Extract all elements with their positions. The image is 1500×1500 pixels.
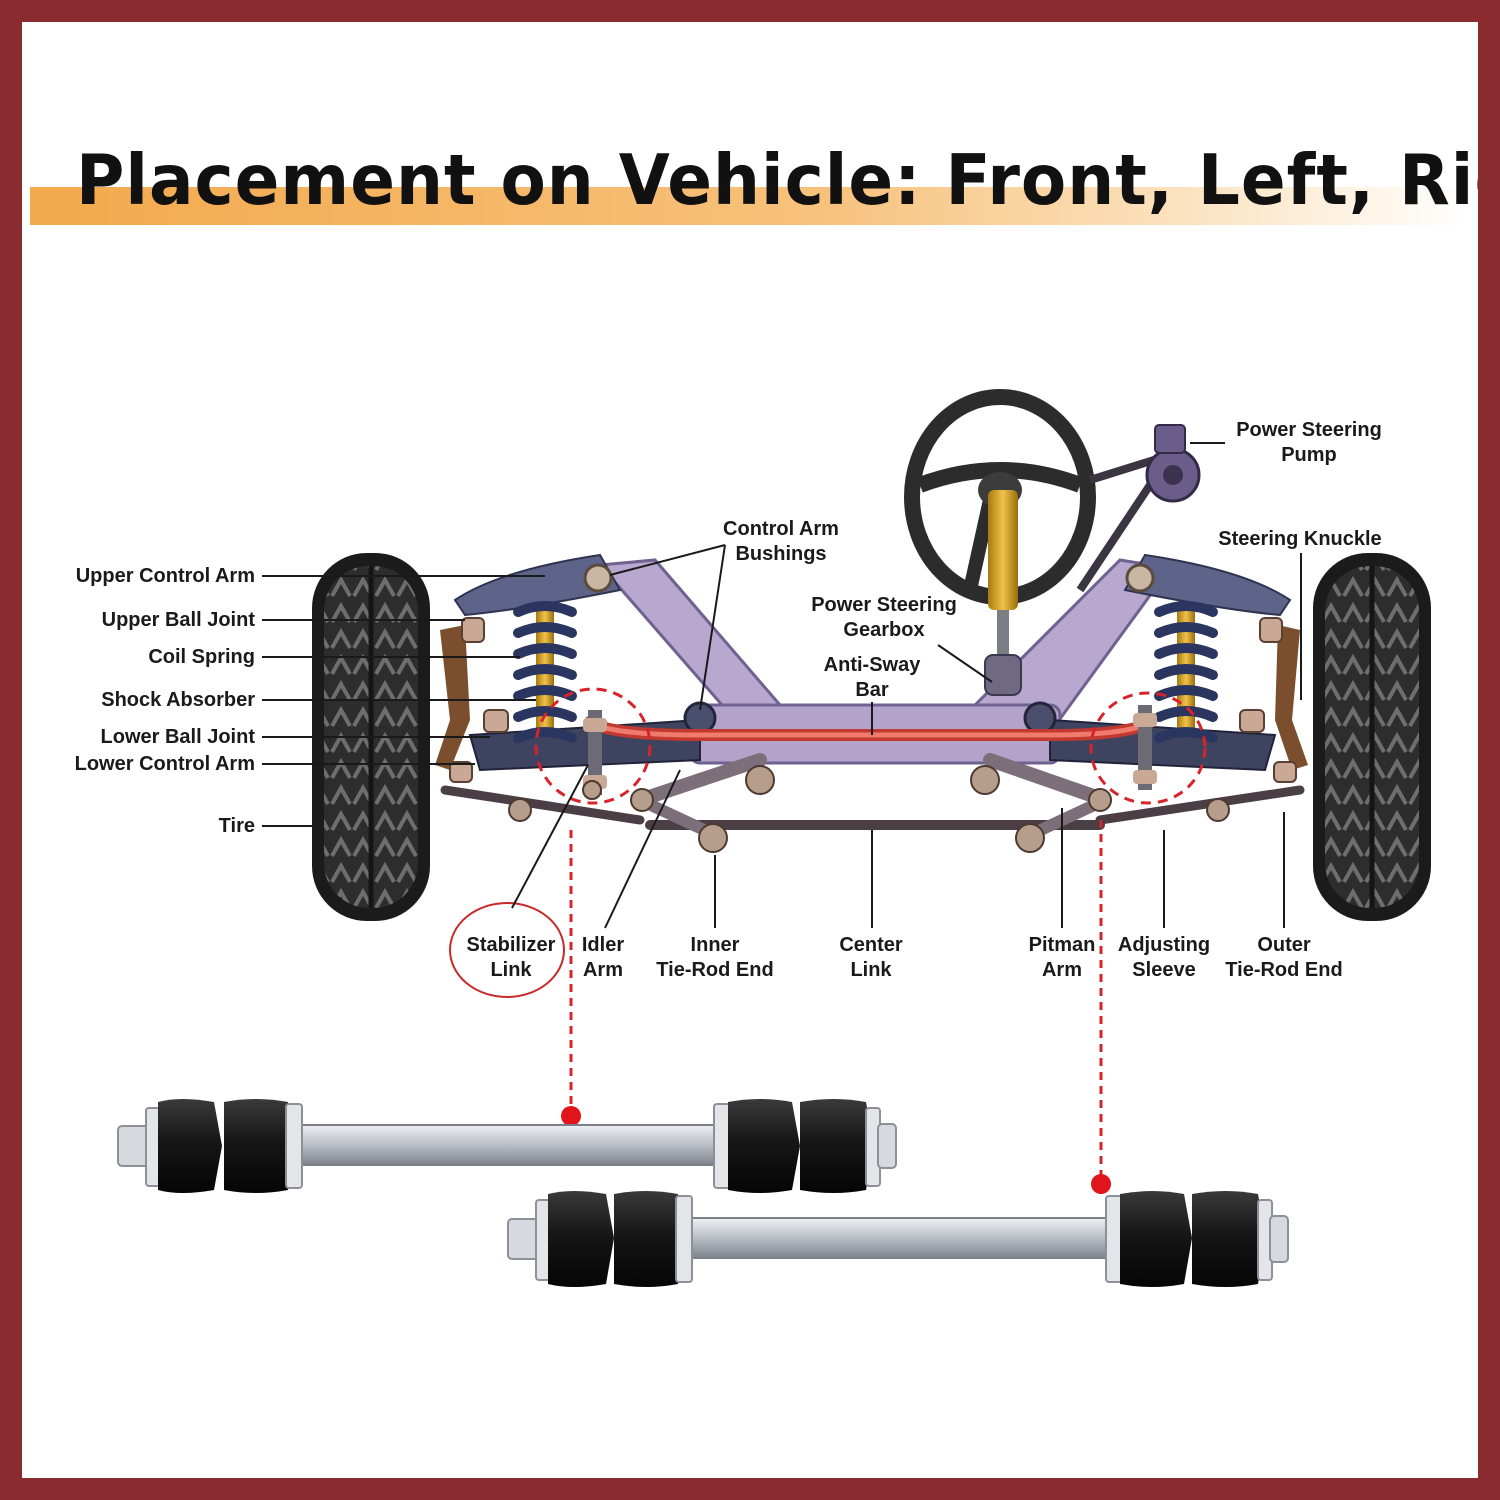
label-shock-absorber: Shock Absorber bbox=[101, 689, 255, 711]
label-anti-sway-bar-1: Anti-Sway bbox=[824, 654, 922, 676]
stabilizer-link-product-1 bbox=[117, 1099, 897, 1193]
right-coil-spring bbox=[1154, 601, 1218, 743]
label-outer-tie-rod-end-1: Outer bbox=[1257, 934, 1311, 956]
tie-rod-ends bbox=[508, 765, 1230, 853]
left-drop-dot bbox=[561, 1106, 581, 1126]
label-idler-arm-1: Idler bbox=[582, 934, 624, 956]
steering-column bbox=[988, 490, 1018, 610]
power-steering-pump bbox=[1076, 424, 1201, 593]
label-upper-control-arm: Upper Control Arm bbox=[76, 565, 255, 587]
right-upper-control-arm bbox=[1123, 553, 1292, 617]
left-stabilizer-highlight bbox=[534, 687, 652, 805]
right-steering-knuckle bbox=[1275, 625, 1308, 770]
left-coil-spring bbox=[513, 601, 577, 743]
label-stabilizer-link-2: Link bbox=[490, 959, 532, 981]
label-adjusting-sleeve-2: Sleeve bbox=[1132, 959, 1195, 981]
label-stabilizer-link-1: Stabilizer bbox=[467, 934, 556, 956]
label-outer-tie-rod-end-2: Tie-Rod End bbox=[1225, 959, 1342, 981]
label-center-link-1: Center bbox=[839, 934, 903, 956]
suspension-diagram: Upper Control Arm Upper Ball Joint Coil … bbox=[75, 389, 1431, 1287]
stabilizer-link-product-2 bbox=[507, 1191, 1289, 1287]
label-tire: Tire bbox=[219, 815, 255, 837]
label-pitman-arm-2: Arm bbox=[1042, 959, 1082, 981]
label-anti-sway-bar-2: Bar bbox=[855, 679, 889, 701]
label-inner-tie-rod-end-2: Tie-Rod End bbox=[656, 959, 773, 981]
label-power-steering-gearbox-2: Gearbox bbox=[843, 619, 924, 641]
power-steering-gearbox bbox=[984, 654, 1022, 696]
part-labels: Upper Control Arm Upper Ball Joint Coil … bbox=[75, 419, 1382, 981]
label-coil-spring: Coil Spring bbox=[148, 646, 255, 668]
steering-linkage bbox=[440, 753, 1305, 841]
label-upper-ball-joint: Upper Ball Joint bbox=[102, 609, 256, 631]
stabilizer-link-right-mounted bbox=[1133, 705, 1157, 790]
right-stabilizer-highlight bbox=[1089, 691, 1207, 805]
label-power-steering-gearbox-1: Power Steering bbox=[811, 594, 957, 616]
page-title: Placement on Vehicle: Front, Left, Right bbox=[76, 140, 1478, 221]
label-pitman-arm-1: Pitman bbox=[1029, 934, 1096, 956]
title-highlight-band bbox=[30, 187, 1470, 225]
right-tire bbox=[1313, 553, 1431, 921]
label-control-arm-bushings-1: Control Arm bbox=[723, 518, 839, 540]
label-inner-tie-rod-end-1: Inner bbox=[691, 934, 740, 956]
leader-lines bbox=[262, 442, 1302, 929]
label-power-steering-pump-2: Pump bbox=[1281, 444, 1337, 466]
image-frame: Placement on Vehicle: Front, Left, Right bbox=[22, 22, 1478, 1478]
label-lower-ball-joint: Lower Ball Joint bbox=[101, 726, 256, 748]
left-upper-control-arm bbox=[453, 553, 622, 617]
label-idler-arm-2: Arm bbox=[583, 959, 623, 981]
right-drop-dot bbox=[1091, 1174, 1111, 1194]
left-steering-knuckle bbox=[435, 625, 470, 770]
stabilizer-link-label-circle bbox=[449, 902, 565, 998]
ball-joints bbox=[449, 617, 1297, 783]
label-control-arm-bushings-2: Bushings bbox=[735, 543, 826, 565]
label-adjusting-sleeve-1: Adjusting bbox=[1118, 934, 1210, 956]
label-lower-control-arm: Lower Control Arm bbox=[75, 753, 255, 775]
label-center-link-2: Link bbox=[850, 959, 892, 981]
label-steering-knuckle: Steering Knuckle bbox=[1218, 528, 1381, 550]
label-power-steering-pump-1: Power Steering bbox=[1236, 419, 1382, 441]
